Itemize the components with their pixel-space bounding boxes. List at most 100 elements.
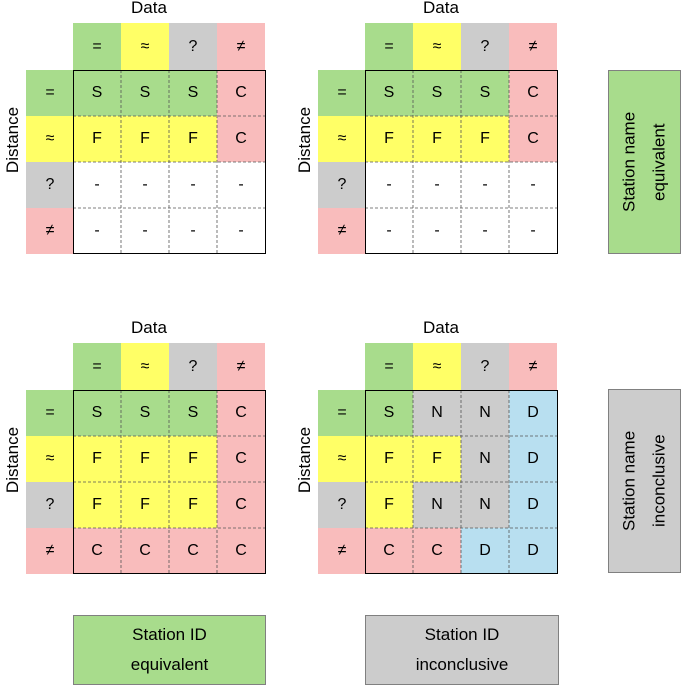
- matrix-cell: -: [509, 162, 557, 208]
- column-note-station-id-equivalent: Station ID equivalent: [73, 615, 266, 685]
- column-header: ≈: [121, 343, 169, 390]
- matrix-cell: S: [461, 70, 509, 116]
- matrix-cell: -: [73, 162, 121, 208]
- matrix-cell: -: [121, 208, 169, 254]
- column-header: ?: [169, 23, 217, 70]
- columns-axis-label: Data: [131, 318, 167, 337]
- matrix-cell: S: [121, 70, 169, 116]
- row-header: ?: [26, 162, 74, 208]
- rows-axis-label: Distance: [3, 426, 22, 494]
- column-header: ≈: [413, 23, 461, 70]
- column-note-line1: Station ID: [132, 625, 207, 644]
- column-note-line1: Station ID: [424, 625, 500, 644]
- row-header: =: [318, 70, 366, 116]
- matrix-cell: F: [169, 116, 217, 162]
- row-header: ≠: [26, 208, 74, 254]
- matrix-cell: F: [121, 482, 169, 528]
- matrix-cell: -: [365, 162, 413, 208]
- column-header: ≠: [509, 343, 557, 390]
- column-note-line2: equivalent: [130, 655, 209, 674]
- matrix-cell: S: [365, 390, 413, 436]
- matrix-cell: D: [509, 482, 557, 528]
- matrix-cell: F: [365, 482, 413, 528]
- column-header: =: [365, 343, 413, 390]
- row-header: ≠: [318, 208, 366, 254]
- row-header: ≈: [26, 116, 74, 162]
- column-header: ≠: [217, 343, 265, 390]
- matrix-cell: -: [217, 208, 265, 254]
- column-header: ?: [169, 343, 217, 390]
- row-header: =: [318, 390, 366, 436]
- matrix-cell: D: [509, 436, 557, 482]
- matrix-cell: C: [217, 116, 265, 162]
- matrix-cell: C: [217, 390, 265, 436]
- matrix-cell: -: [365, 208, 413, 254]
- row-header: ≈: [318, 436, 366, 482]
- matrix-cell: F: [413, 116, 461, 162]
- column-header: ?: [461, 343, 509, 390]
- row-header: ≠: [26, 528, 74, 574]
- matrix-cell: S: [121, 390, 169, 436]
- row-note-station-name-inconclusive: Station name inconclusive: [608, 389, 681, 573]
- matrix-cell: -: [169, 208, 217, 254]
- matrix-cell: -: [509, 208, 557, 254]
- matrix-cell: -: [461, 162, 509, 208]
- matrix-cell: C: [121, 528, 169, 574]
- matrix-cell: D: [509, 390, 557, 436]
- rows-axis-label: Distance: [295, 426, 314, 494]
- matrix-cell: C: [217, 436, 265, 482]
- matrix-cell: N: [461, 390, 509, 436]
- rows-axis-label: Distance: [295, 106, 314, 174]
- row-header: ?: [26, 482, 74, 528]
- matrix-cell: C: [169, 528, 217, 574]
- row-header: ?: [318, 162, 366, 208]
- row-note-line2: inconclusive: [649, 434, 669, 528]
- row-note-line1: Station name: [619, 111, 639, 213]
- matrix-cell: D: [509, 528, 557, 574]
- matrix-cell: C: [413, 528, 461, 574]
- matrix-cell: -: [73, 208, 121, 254]
- matrix-cell: N: [413, 482, 461, 528]
- matrix-cell: F: [73, 116, 121, 162]
- column-note-station-id-inconclusive: Station ID inconclusive: [365, 615, 559, 685]
- matrix-cell: C: [217, 482, 265, 528]
- row-note-line2: equivalent: [649, 123, 669, 201]
- row-header: ≈: [318, 116, 366, 162]
- matrix-cell: F: [121, 436, 169, 482]
- matrix-cell: S: [73, 70, 121, 116]
- matrix-cell: F: [73, 482, 121, 528]
- matrix-cell: S: [73, 390, 121, 436]
- matrix-cell: F: [169, 436, 217, 482]
- matrix-cell: S: [169, 390, 217, 436]
- matrix-cell: F: [169, 482, 217, 528]
- matrix-cell: -: [461, 208, 509, 254]
- row-header: ≈: [26, 436, 74, 482]
- matrix-cell: F: [461, 116, 509, 162]
- row-header: =: [26, 390, 74, 436]
- rows-axis-label: Distance: [3, 106, 22, 174]
- column-header: ?: [461, 23, 509, 70]
- matrix-cell: C: [509, 70, 557, 116]
- column-header: ≠: [217, 23, 265, 70]
- column-header: ≈: [413, 343, 461, 390]
- matrix-cell: F: [365, 116, 413, 162]
- column-header: ≈: [121, 23, 169, 70]
- matrix-cell: S: [365, 70, 413, 116]
- column-header: =: [73, 343, 121, 390]
- matrix-cell: C: [509, 116, 557, 162]
- matrix-cell: -: [217, 162, 265, 208]
- matrix-cell: D: [461, 528, 509, 574]
- matrix-cell: S: [169, 70, 217, 116]
- row-header: ?: [318, 482, 366, 528]
- matrix-cell: N: [461, 436, 509, 482]
- matrix-cell: C: [73, 528, 121, 574]
- matrix-cell: N: [461, 482, 509, 528]
- matrix-cell: F: [413, 436, 461, 482]
- matrix-cell: F: [121, 116, 169, 162]
- matrix-cell: F: [73, 436, 121, 482]
- column-header: ≠: [509, 23, 557, 70]
- column-header: =: [73, 23, 121, 70]
